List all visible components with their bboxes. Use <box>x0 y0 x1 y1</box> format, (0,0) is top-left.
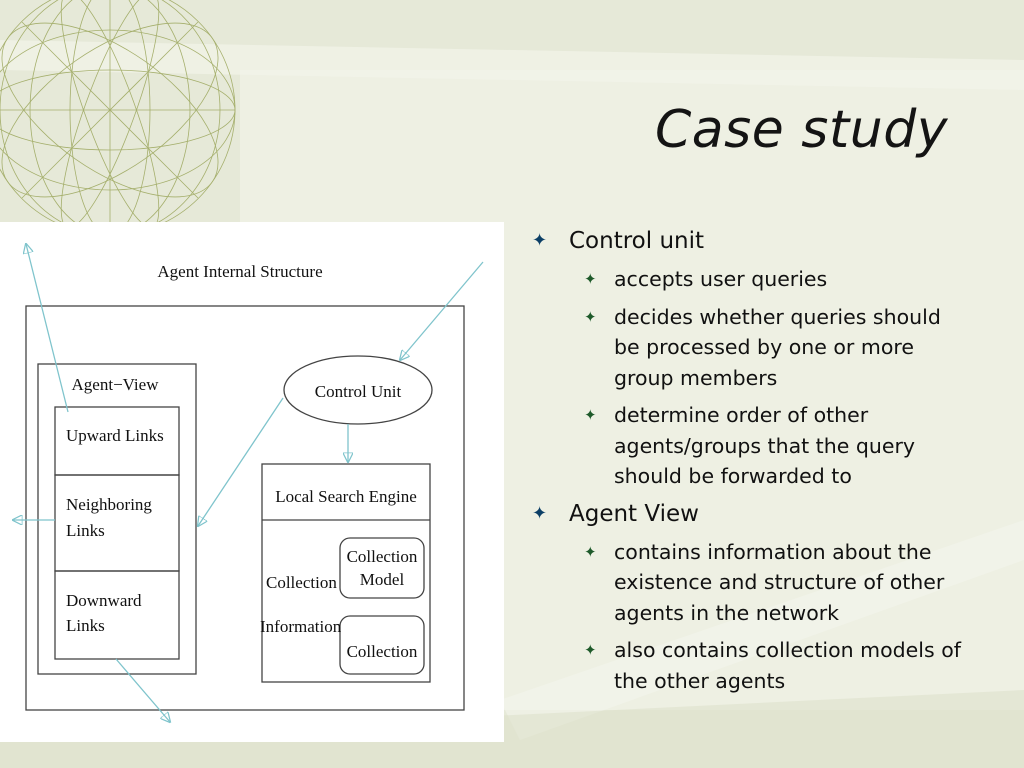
diagram-heading: Agent Internal Structure <box>157 262 322 281</box>
bullet-text: accepts user queries <box>614 267 828 291</box>
four-point-star-icon: ✦ <box>532 230 548 251</box>
four-point-star-icon: ✦ <box>532 502 548 524</box>
neighboring-links-label-1: Neighboring <box>66 495 152 514</box>
agent-view-box <box>37 363 197 675</box>
neighboring-links-label-2: Links <box>66 521 105 540</box>
bullet-text: Control unit <box>569 228 705 254</box>
bullet-item: ✦ decides whether queries should be proce… <box>532 302 972 394</box>
four-point-star-icon: ✦ <box>584 406 597 424</box>
collection-box <box>339 615 425 675</box>
control-unit-label: Control Unit <box>315 382 402 401</box>
bullet-item: ✦ Control unit <box>532 226 972 256</box>
bullet-list: ✦ Control unit ✦ accepts user queries ✦ dec… <box>532 226 972 703</box>
agent-view-label: Agent−View <box>72 375 160 394</box>
collection-model-label-2: Model <box>360 570 405 589</box>
downward-links-box <box>54 570 180 660</box>
four-point-star-icon: ✦ <box>584 542 597 561</box>
control-unit-ellipse <box>283 355 433 425</box>
agent-structure-figure: Agent Internal Structure Agent−View Upwa… <box>0 222 504 742</box>
bullet-item: ✦ Agent View <box>532 499 972 529</box>
information-side-label: Information <box>260 617 342 636</box>
bullet-text: Agent View <box>569 500 699 527</box>
collection-side-label: Collection <box>266 573 337 592</box>
bullet-item: ✦ contains information about the existenc… <box>532 537 972 629</box>
agent-outer-box <box>25 305 465 711</box>
collection-box-label: Collection <box>347 642 418 661</box>
four-point-star-icon: ✦ <box>584 270 597 288</box>
local-search-engine-label: Local Search Engine <box>275 487 417 506</box>
bullet-item: ✦ also contains collection models of the … <box>532 635 972 696</box>
bullet-text: determine order of other agents/groups t… <box>614 403 916 488</box>
diagram-arrows <box>13 244 484 722</box>
four-point-star-icon: ✦ <box>584 307 597 326</box>
downward-links-label-2: Links <box>66 616 105 635</box>
bullet-item: ✦ determine order of other agents/groups … <box>532 400 972 492</box>
bullet-text: contains information about the existence… <box>614 539 945 625</box>
upward-links-label: Upward Links <box>66 426 164 445</box>
collection-model-label-1: Collection <box>347 547 418 566</box>
bullet-text: also contains collection models of the o… <box>614 638 961 693</box>
collection-model-box <box>339 537 425 599</box>
bullet-item: ✦ accepts user queries <box>532 264 972 295</box>
slide-title: Case study <box>654 100 948 160</box>
agent-structure-diagram: Agent Internal Structure Agent−View Upwa… <box>0 222 484 742</box>
downward-links-label-1: Downward <box>66 591 142 610</box>
four-point-star-icon: ✦ <box>584 641 597 659</box>
bullet-text: decides whether queries should be proces… <box>614 304 941 390</box>
local-search-engine-box <box>261 463 431 683</box>
